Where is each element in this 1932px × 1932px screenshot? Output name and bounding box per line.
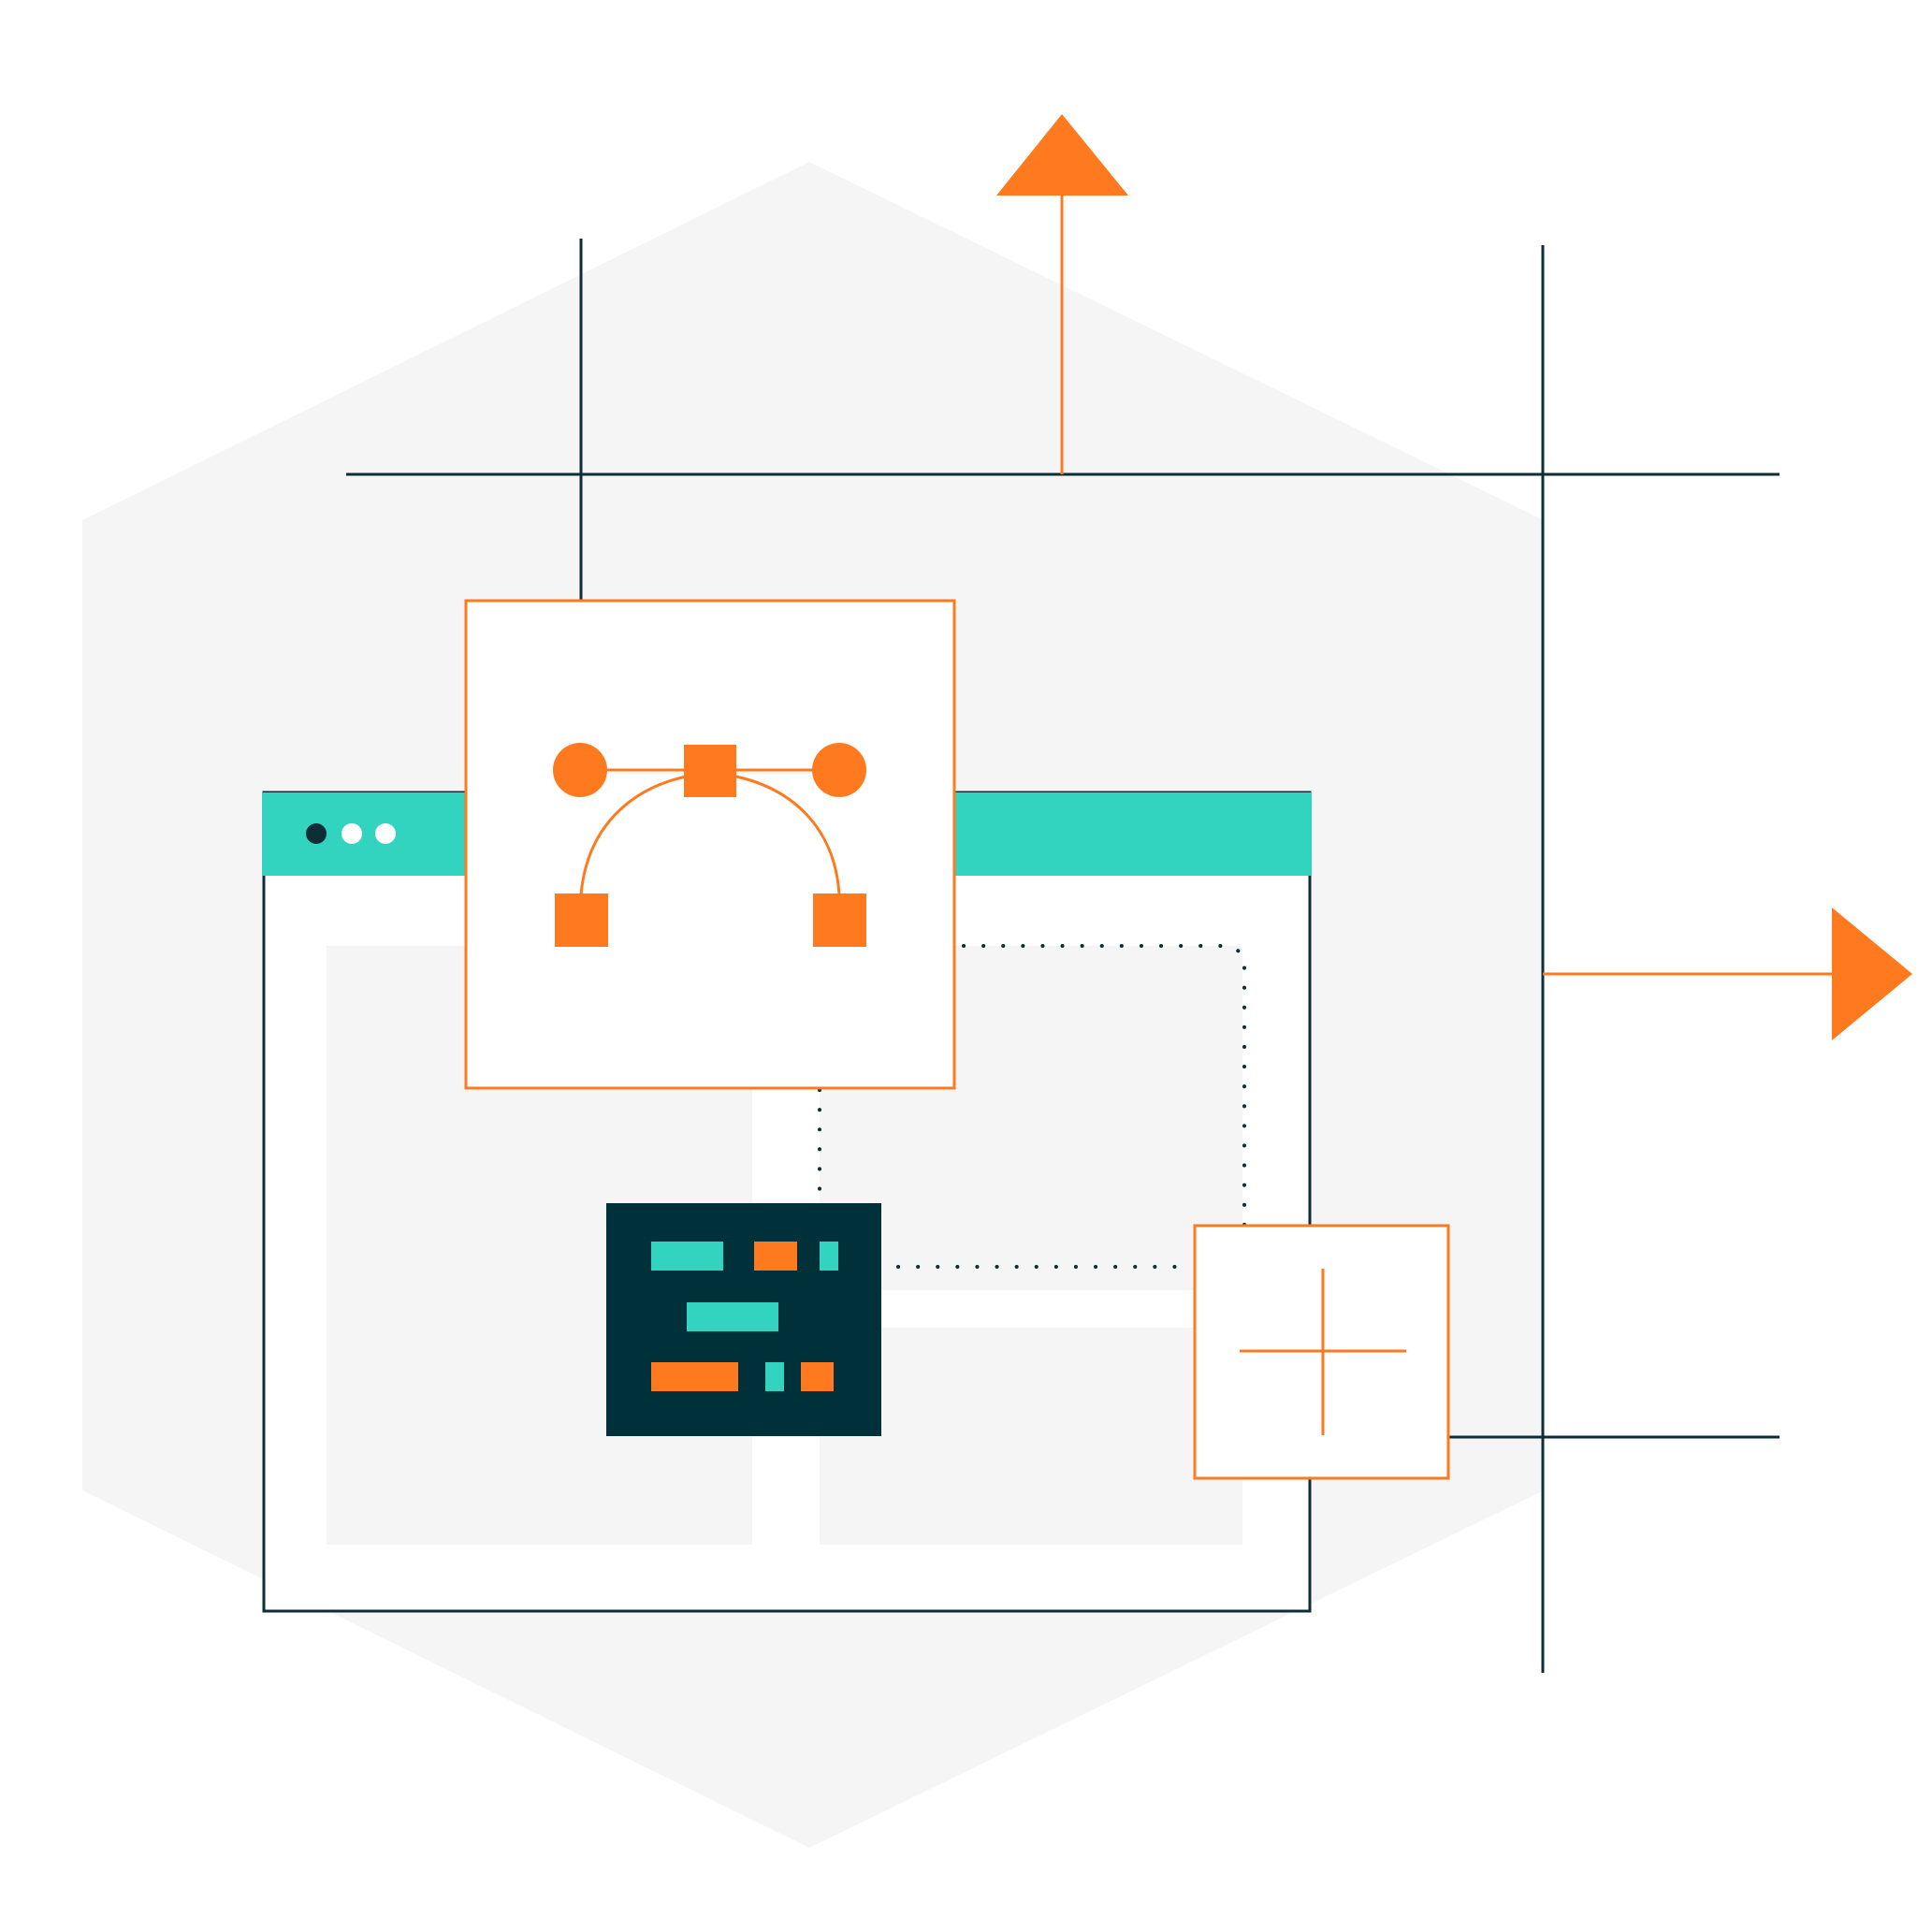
dotted-connectors [818,944,1246,1269]
plus-card-border [1193,1224,1450,1480]
browser-content-panel-bottom-right [820,1328,1242,1545]
dotted-connector-bezier-to-plus [962,944,1246,1227]
code-token [687,1302,778,1331]
window-control-dot-white [375,823,396,844]
bezier-anchor-top [684,745,736,797]
bezier-card-frame [466,601,954,1088]
code-token [801,1362,834,1391]
arrow-right-icon [1543,908,1912,1040]
window-control-dot-dark [306,823,327,844]
bezier-anchor-bottom-left [555,893,608,947]
window-control-dot-white [341,823,362,844]
arrow-up-icon [996,114,1128,474]
bezier-curve-card [464,599,956,1090]
arrow-up-head [996,114,1128,196]
bezier-card-border [464,599,956,1090]
plus-icon [1240,1269,1406,1435]
code-block-icon [606,1203,881,1436]
code-token [651,1362,738,1391]
browser-window-controls [306,823,396,844]
bezier-anchor-bottom-right [813,893,866,947]
plus-card [1193,1224,1450,1480]
code-token [651,1242,723,1271]
code-token [754,1242,797,1271]
arrow-right-head [1832,908,1912,1040]
bezier-handle-right [812,743,866,797]
code-token [820,1242,838,1271]
bezier-curve-pen-tool-icon [553,743,866,947]
bezier-handle-left [553,743,607,797]
code-token [765,1362,784,1391]
